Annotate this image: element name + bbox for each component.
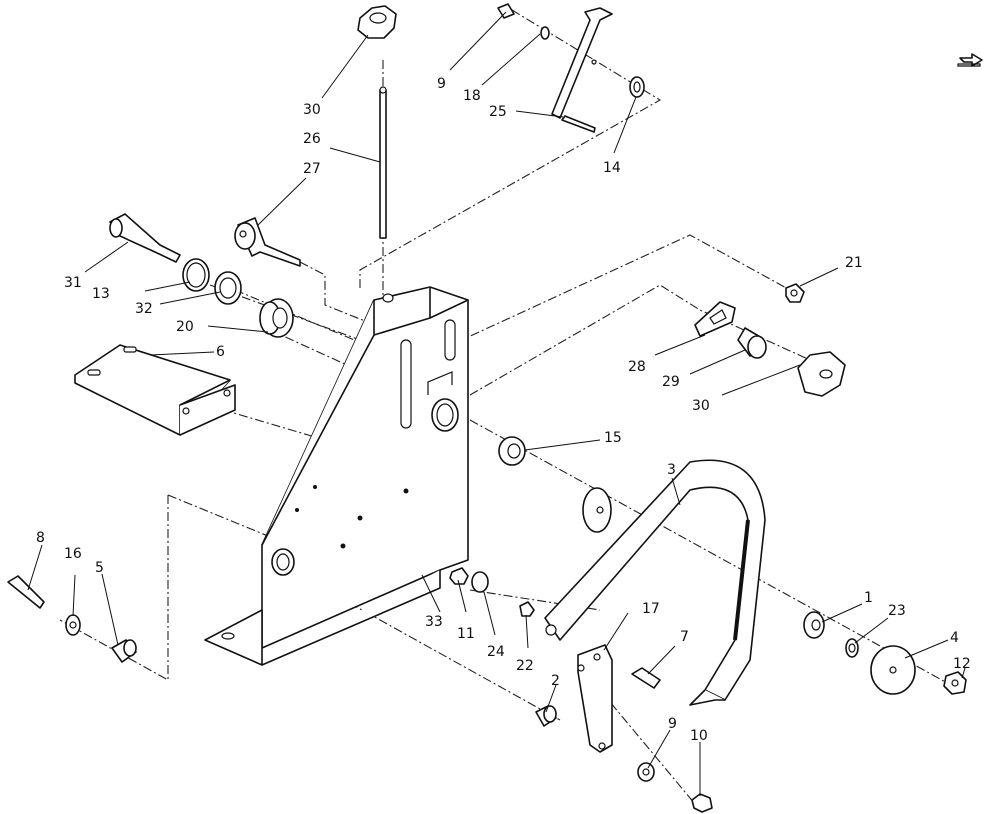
callout-11: 11 — [457, 626, 475, 642]
spacer-29 — [737, 327, 767, 359]
callout-23: 23 — [888, 603, 906, 619]
callout-5: 5 — [95, 560, 104, 576]
callout-16: 16 — [64, 546, 82, 562]
plate-6 — [74, 344, 236, 436]
callout-14: 14 — [603, 160, 621, 176]
callout-6: 6 — [216, 344, 225, 360]
callout-30-top: 30 — [303, 102, 321, 118]
bushing-20 — [259, 298, 294, 338]
callout-24: 24 — [487, 644, 505, 660]
hardware — [7, 3, 967, 813]
tab-28 — [694, 301, 736, 337]
callout-7: 7 — [680, 629, 689, 645]
callout-30-right: 30 — [692, 398, 710, 414]
main-bracket — [204, 286, 469, 666]
pin-26 — [379, 86, 387, 239]
callout-18: 18 — [463, 88, 481, 104]
callout-25: 25 — [489, 104, 507, 120]
plunger-27 — [234, 217, 301, 267]
callout-13: 13 — [92, 286, 110, 302]
callout-27: 27 — [303, 161, 321, 177]
callout-10: 10 — [690, 728, 708, 744]
rod-25 — [551, 7, 613, 133]
snap-ring-13 — [182, 258, 210, 292]
callout-32: 32 — [135, 301, 153, 317]
link-17 — [577, 644, 613, 753]
callout-1: 1 — [864, 590, 873, 606]
callout-33: 33 — [425, 614, 443, 630]
shaft-31 — [109, 213, 181, 263]
callout-15: 15 — [604, 430, 622, 446]
callout-8: 8 — [36, 530, 45, 546]
callout-22: 22 — [516, 658, 534, 674]
leader-lines — [27, 11, 966, 796]
callout-9-bottom: 9 — [668, 716, 677, 732]
callouts: 1 2 3 4 5 6 7 8 9 9 10 11 12 13 14 15 16… — [36, 76, 971, 744]
washer-32 — [214, 271, 242, 305]
knob-30-right — [797, 351, 846, 397]
lever-3 — [544, 459, 766, 706]
callout-9-top: 9 — [437, 76, 446, 92]
callout-29: 29 — [662, 374, 680, 390]
knob-30-top — [357, 5, 397, 39]
callout-17: 17 — [642, 601, 660, 617]
callout-31: 31 — [64, 275, 82, 291]
page-arrow-icon — [957, 53, 983, 67]
callout-28: 28 — [628, 359, 646, 375]
callout-26: 26 — [303, 131, 321, 147]
callout-2: 2 — [551, 673, 560, 689]
callout-21: 21 — [845, 255, 863, 271]
callout-4: 4 — [950, 630, 959, 646]
callout-20: 20 — [176, 319, 194, 335]
callout-3: 3 — [667, 462, 676, 478]
callout-12: 12 — [953, 656, 971, 672]
